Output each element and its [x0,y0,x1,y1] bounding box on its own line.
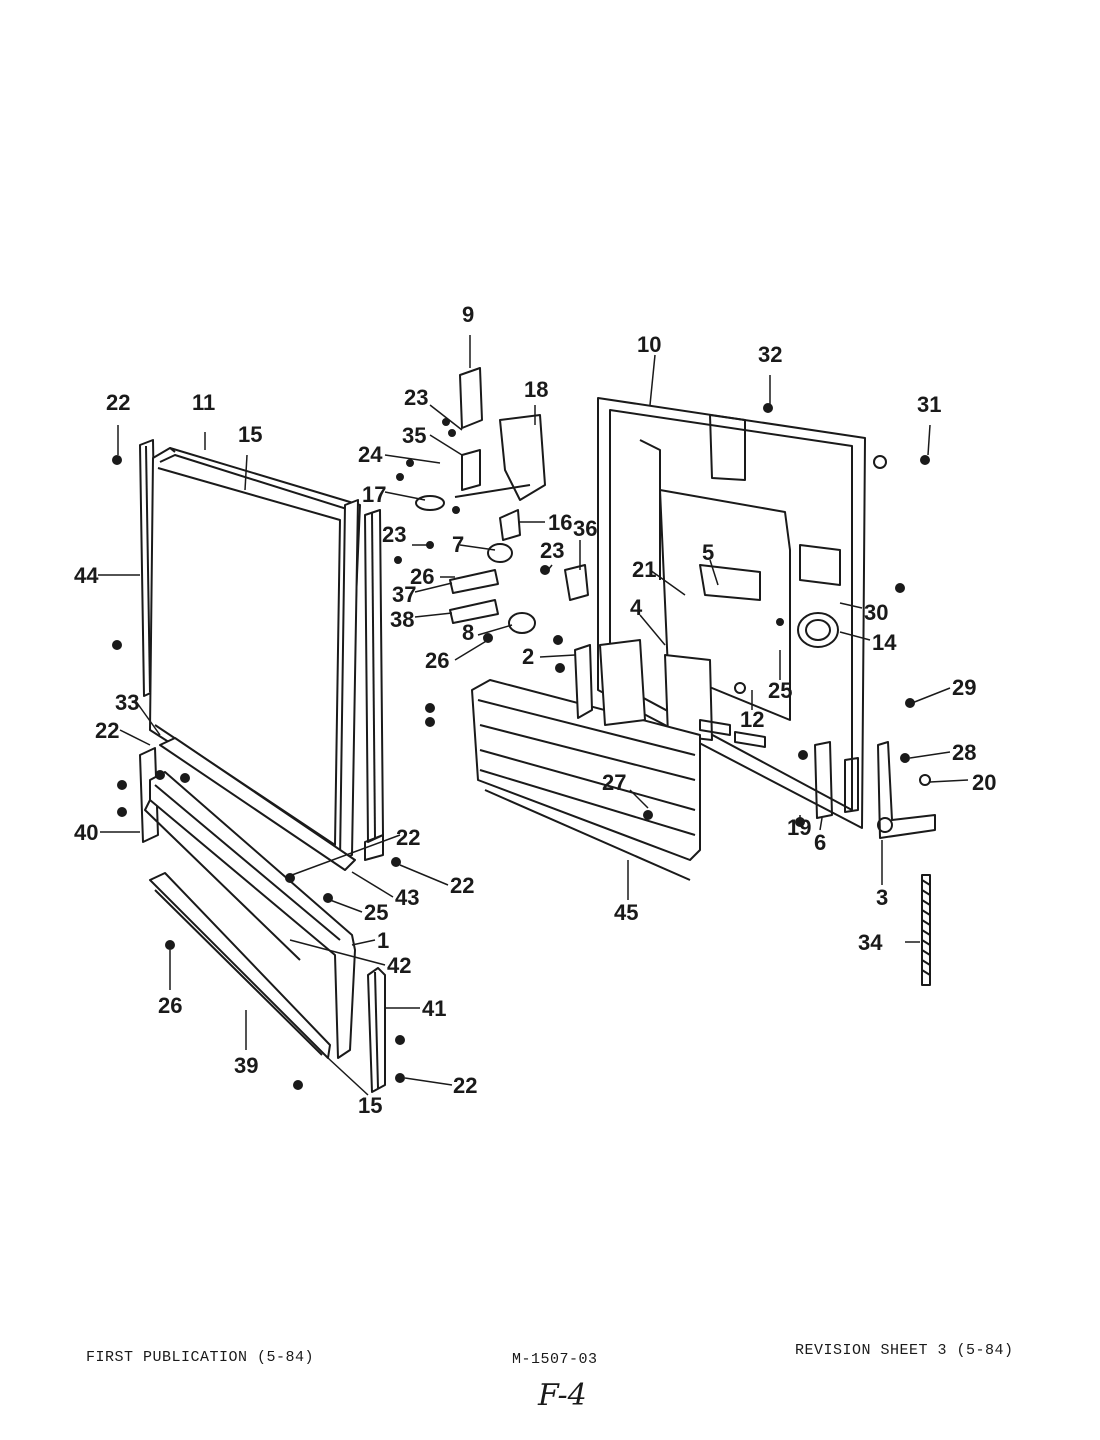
callout-33: 33 [115,690,139,715]
callout-26: 26 [410,564,434,589]
callout-7: 7 [452,532,464,557]
callout-1: 1 [377,928,389,953]
callout-39: 39 [234,1053,258,1078]
door-spring [921,874,931,986]
panel-edge-trim [339,499,359,861]
callout-30: 30 [864,600,888,625]
callout-27: 27 [602,770,626,795]
callout-38: 38 [390,607,414,632]
callout-19: 19 [787,815,811,840]
bottom-trim-assembly-left [139,737,356,1059]
leader-lines [98,335,969,1096]
callout-15b: 15 [358,1093,382,1118]
callout-36: 36 [573,516,597,541]
callout-labels: 9 10 32 31 22 11 15 23 18 35 24 17 16 36… [74,302,996,1118]
callout-8: 8 [462,620,474,645]
hinge-brackets [574,639,936,839]
callout-25: 25 [768,678,792,703]
callout-41: 41 [422,996,446,1021]
callout-17: 17 [362,482,386,507]
callout-22: 22 [106,390,130,415]
callout-23c: 23 [540,538,564,563]
callout-22e: 22 [453,1073,477,1098]
callout-5: 5 [702,540,714,565]
footer-manual-number: M-1507-03 [512,1351,598,1368]
callout-43: 43 [395,885,419,910]
callout-3: 3 [876,885,888,910]
callout-9: 9 [462,302,474,327]
callout-35: 35 [402,423,426,448]
callout-23b: 23 [382,522,406,547]
callout-15: 15 [238,422,262,447]
callout-25b: 25 [364,900,388,925]
callout-26c: 26 [158,993,182,1018]
callout-24: 24 [358,442,383,467]
lower-trim-bar [367,967,386,1093]
outer-door-panel [597,397,866,829]
callout-2: 2 [522,644,534,669]
callout-29: 29 [952,675,976,700]
callout-42: 42 [387,953,411,978]
callout-32: 32 [758,342,782,367]
callout-10: 10 [637,332,661,357]
callout-37: 37 [392,582,416,607]
callout-11: 11 [192,390,215,415]
callout-34: 34 [858,930,883,955]
callout-12: 12 [740,707,764,732]
handwritten-page-note: F-4 [538,1378,587,1413]
side-channel-upright [364,509,384,861]
callout-21: 21 [632,557,656,582]
callout-14: 14 [872,630,897,655]
callout-22b: 22 [95,718,119,743]
callout-16: 16 [548,510,572,535]
callout-6: 6 [814,830,826,855]
callout-22d: 22 [450,873,474,898]
callout-18: 18 [524,377,548,402]
footer-first-publication: FIRST PUBLICATION (5-84) [86,1349,315,1366]
callout-4: 4 [630,595,643,620]
callout-40: 40 [74,820,98,845]
callout-31: 31 [917,392,941,417]
callout-26b: 26 [425,648,449,673]
callout-20: 20 [972,770,996,795]
footer-revision-sheet: REVISION SHEET 3 (5-84) [795,1342,1014,1359]
callout-28: 28 [952,740,976,765]
callout-22c: 22 [396,825,420,850]
hinge-latch-components [415,367,589,634]
callout-45: 45 [614,900,638,925]
callout-23: 23 [404,385,428,410]
callout-44: 44 [74,563,99,588]
